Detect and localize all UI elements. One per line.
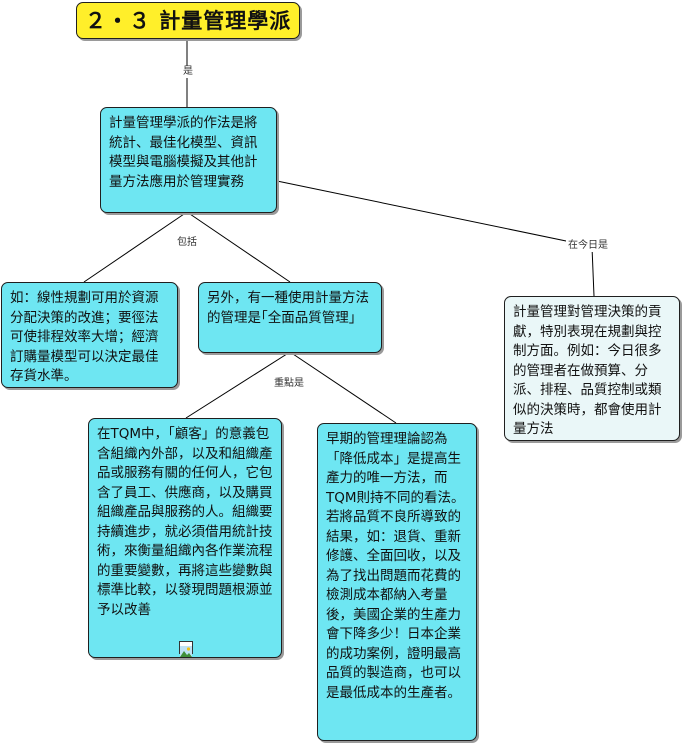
- label-includes: 包括: [175, 237, 199, 249]
- image-attachment-icon[interactable]: [179, 641, 193, 657]
- node-today-contribution[interactable]: 計量管理對管理決策的貢獻，特別表現在規劃與控制方面。例如：今日很多的管理者在做預…: [504, 296, 680, 441]
- node-cost-text: 早期的管理理論認為「降低成本」是提高生產力的唯一方法，而TQM則持不同的看法。若…: [326, 431, 465, 701]
- link-main-example: [83, 211, 188, 283]
- link-today-node: [591, 246, 595, 297]
- root-topic[interactable]: ２・３ 計量管理學派: [76, 2, 300, 39]
- link-main-today: [276, 180, 596, 248]
- image-icon-glyph: [180, 646, 192, 657]
- label-today: 在今日是: [566, 240, 610, 252]
- node-example[interactable]: 如：線性規劃可用於資源分配決策的改進；要徑法可使排程效率大增；經濟訂購量模型可以…: [1, 282, 178, 388]
- node-main-text: 計量管理學派的作法是將統計、最佳化模型、資訊模型與電腦模擬及其他計量方法應用於管…: [109, 115, 258, 190]
- link-tqm-customer: [185, 351, 291, 419]
- root-title: ２・３ 計量管理學派: [85, 9, 292, 33]
- link-main-tqm: [186, 211, 291, 283]
- node-today-text: 計量管理對管理決策的貢獻，特別表現在規劃與控制方面。例如：今日很多的管理者在做預…: [513, 304, 662, 437]
- label-is: 是: [181, 66, 195, 78]
- node-tqm-intro-text: 另外，有一種使用計量方法的管理是｢全面品質管理」: [207, 290, 369, 326]
- label-focus: 重點是: [272, 378, 306, 390]
- node-cost[interactable]: 早期的管理理論認為「降低成本」是提高生產力的唯一方法，而TQM則持不同的看法。若…: [317, 423, 477, 741]
- node-main[interactable]: 計量管理學派的作法是將統計、最佳化模型、資訊模型與電腦模擬及其他計量方法應用於管…: [100, 107, 277, 213]
- node-customer[interactable]: 在TQM中，「顧客」的意義包含組織內外部，以及和組織產品或服務有關的任何人，它包…: [88, 418, 282, 658]
- node-customer-text: 在TQM中，「顧客」的意義包含組織內外部，以及和組織產品或服務有關的任何人，它包…: [97, 426, 273, 618]
- link-tqm-cost: [289, 351, 397, 424]
- node-tqm-intro[interactable]: 另外，有一種使用計量方法的管理是｢全面品質管理」: [198, 282, 382, 353]
- node-example-text: 如：線性規劃可用於資源分配決策的改進；要徑法可使排程效率大增；經濟訂購量模型可以…: [10, 290, 159, 384]
